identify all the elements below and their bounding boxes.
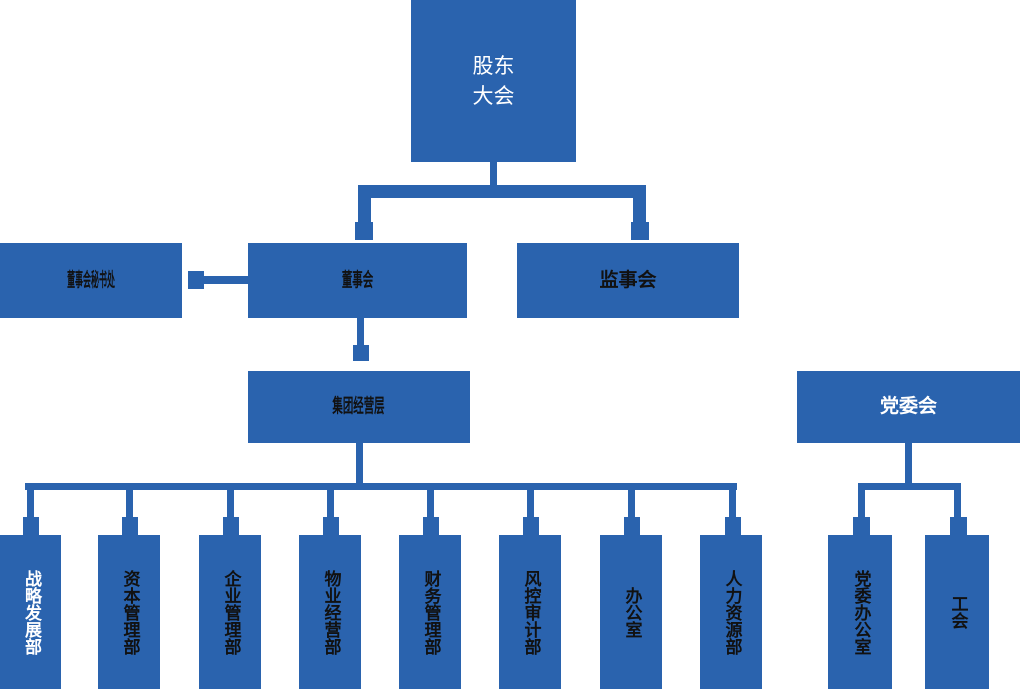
connector-square-dept-2 — [122, 517, 138, 535]
connector-drop-8 — [729, 490, 736, 518]
node-label: 集团经营层 — [332, 395, 386, 418]
connector-square-secretariat — [188, 271, 204, 289]
connector-row2-drop-right — [633, 198, 646, 224]
node-party-committee[interactable]: 党委会 — [797, 371, 1020, 443]
node-label: 战略发展部 — [21, 569, 41, 655]
node-department-party-office[interactable]: 党委办公室 — [828, 535, 892, 689]
node-department-office[interactable]: 办公室 — [600, 535, 662, 689]
node-label: 办公室 — [621, 586, 642, 638]
node-board-of-directors[interactable]: 董事会 — [248, 243, 467, 318]
connector-drop-2 — [126, 490, 133, 518]
node-department-finance[interactable]: 财务管理部 — [399, 535, 461, 689]
connector-secretariat-link — [204, 276, 250, 284]
connector-party-stem — [905, 443, 912, 483]
connector-square-dept-5 — [423, 517, 439, 535]
connector-square-supervisors — [631, 222, 649, 240]
node-label: 风控审计部 — [520, 569, 541, 655]
node-department-enterprise[interactable]: 企业管理部 — [199, 535, 261, 689]
node-label: 人力资源部 — [721, 569, 742, 655]
connector-department-bus — [25, 483, 737, 490]
connector-board-stem — [357, 318, 364, 345]
node-department-human-resources[interactable]: 人力资源部 — [700, 535, 762, 689]
connector-drop-3 — [227, 490, 234, 518]
node-shareholders-meeting[interactable]: 股东 大会 — [411, 0, 576, 162]
node-board-of-supervisors[interactable]: 监事会 — [517, 243, 739, 318]
connector-party-drop-right — [954, 490, 961, 518]
node-label: 资本管理部 — [119, 569, 140, 655]
node-label: 董事会 — [341, 268, 374, 291]
connector-square-management — [353, 345, 369, 361]
node-department-strategy[interactable]: 战略发展部 — [0, 535, 61, 689]
connector-square-party-2 — [950, 517, 967, 535]
node-label: 财务管理部 — [420, 569, 441, 655]
node-department-labor-union[interactable]: 工会 — [925, 535, 989, 689]
node-label: 党委办公室 — [850, 569, 871, 655]
node-label: 物业经营部 — [320, 569, 341, 655]
node-label: 股东 大会 — [472, 53, 515, 108]
connector-drop-4 — [327, 490, 334, 518]
connector-drop-5 — [427, 490, 434, 518]
connector-square-dept-6 — [523, 517, 539, 535]
connector-square-dept-8 — [725, 517, 741, 535]
node-label: 董事会秘书处 — [67, 268, 115, 291]
connector-management-stem — [356, 443, 363, 483]
connector-square-dept-1 — [23, 517, 39, 535]
node-label: 监事会 — [599, 268, 657, 291]
connector-row2-bus — [358, 185, 646, 198]
connector-square-dept-4 — [323, 517, 339, 535]
connector-square-dept-3 — [223, 517, 239, 535]
connector-square-board — [355, 222, 373, 240]
node-label: 工会 — [947, 595, 968, 629]
node-department-capital[interactable]: 资本管理部 — [98, 535, 160, 689]
node-board-secretariat[interactable]: 董事会秘书处 — [0, 243, 182, 318]
node-department-property[interactable]: 物业经营部 — [299, 535, 361, 689]
connector-party-drop-left — [858, 490, 865, 518]
node-label: 企业管理部 — [220, 569, 241, 655]
node-department-risk-audit[interactable]: 风控审计部 — [499, 535, 561, 689]
connector-drop-1 — [27, 490, 34, 518]
connector-root-stem — [490, 162, 497, 185]
node-group-management[interactable]: 集团经营层 — [248, 371, 470, 443]
connector-row2-drop-left — [358, 198, 371, 224]
connector-square-dept-7 — [624, 517, 640, 535]
connector-square-party-1 — [853, 517, 870, 535]
node-label: 党委会 — [879, 395, 937, 418]
connector-party-bus — [858, 483, 961, 490]
connector-drop-7 — [628, 490, 635, 518]
connector-drop-6 — [527, 490, 534, 518]
